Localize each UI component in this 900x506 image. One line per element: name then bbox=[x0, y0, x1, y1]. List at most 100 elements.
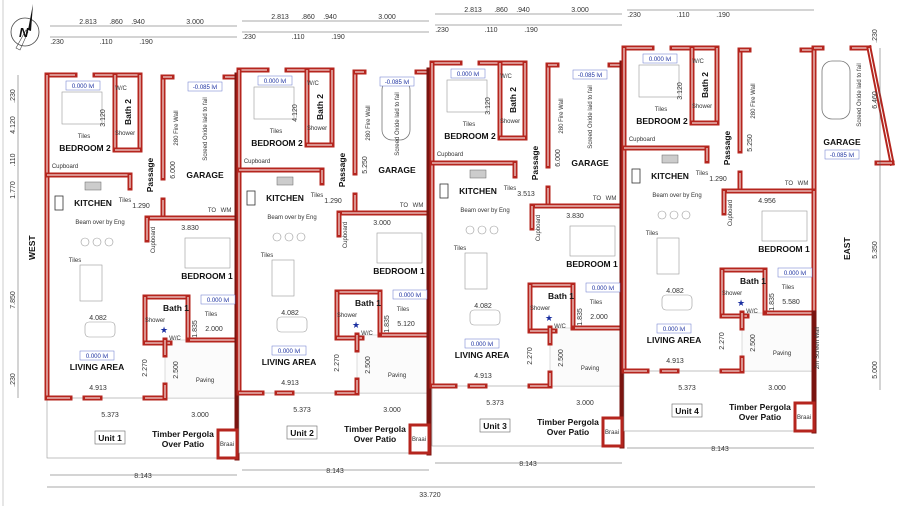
bar-stool-icon bbox=[272, 232, 282, 242]
braai bbox=[793, 401, 816, 433]
fire-wall-note: 280 Fire Wall bbox=[559, 98, 565, 133]
bath-2-label: Bath 2 bbox=[315, 94, 325, 120]
beam-note: Beam over by Eng bbox=[652, 193, 701, 199]
inner-dimension: 1.835 bbox=[192, 320, 199, 338]
car-icon bbox=[821, 60, 851, 120]
inner-dimension: 2.270 bbox=[719, 332, 726, 350]
top-dimension: .940 bbox=[131, 19, 145, 26]
bath-1-label: Bath 1 bbox=[548, 291, 574, 301]
sub-dimension: .190 bbox=[716, 12, 730, 19]
dining-table-icon bbox=[271, 259, 295, 297]
passage-label: Passage bbox=[722, 130, 732, 165]
tiles-label: Tiles bbox=[69, 258, 81, 264]
bottom-dimension: 8.143 bbox=[326, 468, 344, 475]
inner-dimension: 5.250 bbox=[747, 134, 754, 152]
bar-stool-icon bbox=[477, 225, 487, 235]
tiles-label: Tiles bbox=[261, 253, 273, 259]
shower-label: Shower bbox=[692, 104, 712, 110]
bedroom-1-label: BEDROOM 1 bbox=[373, 266, 425, 276]
tumble-dryer-label: TO bbox=[593, 196, 602, 202]
passage-label: Passage bbox=[145, 157, 155, 192]
fire-wall-note: 280 Fire Wall bbox=[751, 83, 757, 118]
top-dimension: 2.813 bbox=[79, 19, 97, 26]
garage-level-label: -0.085 lvl bbox=[830, 153, 854, 159]
inner-dimension: 4.082 bbox=[474, 303, 492, 310]
inner-dimension: 4.913 bbox=[474, 373, 492, 380]
bedroom-2-label: BEDROOM 2 bbox=[251, 138, 303, 148]
washing-machine-label: WM bbox=[413, 203, 424, 209]
level-label: 0.000 lvl bbox=[278, 349, 300, 355]
screed-note: Screed Oxide laid to fail bbox=[395, 92, 401, 155]
sink-icon bbox=[54, 195, 64, 211]
top-dimension: .860 bbox=[301, 14, 315, 21]
level-label-box bbox=[257, 75, 293, 86]
star-icon: ★ bbox=[545, 313, 553, 323]
patio-area bbox=[623, 370, 815, 432]
bed-icon bbox=[638, 64, 680, 98]
inner-dimension: 4.120 bbox=[292, 104, 299, 122]
bedroom-1-label: BEDROOM 1 bbox=[181, 271, 233, 281]
sofa-icon bbox=[661, 294, 693, 311]
level-label-box bbox=[656, 323, 692, 334]
unit-name-label: Unit 2 bbox=[290, 428, 314, 438]
wc-label: W/C bbox=[115, 86, 127, 92]
living-area-label: LIVING AREA bbox=[262, 357, 316, 367]
braai-label: Braai bbox=[220, 442, 234, 448]
paving-label: Paving bbox=[388, 373, 406, 379]
dining-table-icon bbox=[656, 237, 680, 275]
shower-label: Shower bbox=[530, 306, 550, 312]
screed-note: Screed Oxide laid to fail bbox=[588, 85, 594, 148]
garage-label: GARAGE bbox=[186, 170, 224, 180]
bar-stool-icon bbox=[489, 225, 499, 235]
bedroom-2-label: BEDROOM 2 bbox=[636, 116, 688, 126]
compass-tail-icon bbox=[15, 29, 29, 51]
wall-cavity bbox=[868, 47, 893, 164]
braai bbox=[408, 423, 431, 455]
sub-dimension: .110 bbox=[676, 12, 689, 19]
top-dimension: .860 bbox=[494, 7, 508, 14]
inner-dimension: 1.835 bbox=[769, 293, 776, 311]
pergola-label-line-2: Over Patio bbox=[354, 434, 397, 444]
inner-dimension: 4.082 bbox=[281, 310, 299, 317]
unit-label-box bbox=[479, 418, 511, 433]
wc-label: W/C bbox=[169, 336, 181, 342]
bath-1-label: Bath 1 bbox=[740, 276, 766, 286]
inner-dimension: 5.120 bbox=[397, 321, 415, 328]
inner-dimension: 6.000 bbox=[555, 149, 562, 167]
garage-level-label: -0.085 lvl bbox=[385, 80, 409, 86]
inner-dimension: 5.580 bbox=[782, 299, 800, 306]
level-label: 0.000 lvl bbox=[663, 327, 685, 333]
kitchen-label: KITCHEN bbox=[459, 186, 497, 196]
bed-icon bbox=[446, 79, 488, 113]
garage-level-label: -0.085 lvl bbox=[578, 73, 602, 79]
bottom-dimension: 8.143 bbox=[134, 473, 152, 480]
shower-label: Shower bbox=[115, 131, 135, 137]
level-label: 0.000 lvl bbox=[592, 286, 614, 292]
right-dimension: .230 bbox=[872, 29, 879, 43]
north-label: N bbox=[19, 25, 29, 40]
level-label-box bbox=[450, 68, 486, 79]
patio-area bbox=[46, 397, 238, 459]
inner-dimension: 2.270 bbox=[142, 359, 149, 377]
tumble-dryer-label: TO bbox=[208, 208, 217, 214]
right-dimension: 5.000 bbox=[872, 361, 879, 379]
braai bbox=[216, 428, 239, 460]
left-dimension: .110 bbox=[10, 153, 17, 166]
inner-dimension: 3.120 bbox=[677, 82, 684, 100]
tiles-label: Tiles bbox=[504, 186, 516, 192]
inner-dimension: 3.120 bbox=[485, 97, 492, 115]
bar-stool-icon bbox=[284, 232, 294, 242]
cupboard-label: Cupboard bbox=[52, 164, 78, 170]
bed-icon bbox=[569, 225, 616, 257]
patio-area bbox=[431, 385, 623, 447]
inner-dimension: 3.000 bbox=[373, 220, 391, 227]
tumble-dryer-label: TO bbox=[400, 203, 409, 209]
braai-label: Braai bbox=[797, 415, 811, 421]
garage-level-label-box bbox=[187, 81, 223, 92]
unit-name-label: Unit 3 bbox=[483, 421, 507, 431]
cupboard-label: Cupboard bbox=[437, 152, 463, 158]
bath-2-label: Bath 2 bbox=[700, 72, 710, 98]
inner-dimension: 3.120 bbox=[100, 109, 107, 127]
inner-dimension: 5.373 bbox=[486, 400, 504, 407]
north-arrow-icon bbox=[28, 4, 33, 31]
